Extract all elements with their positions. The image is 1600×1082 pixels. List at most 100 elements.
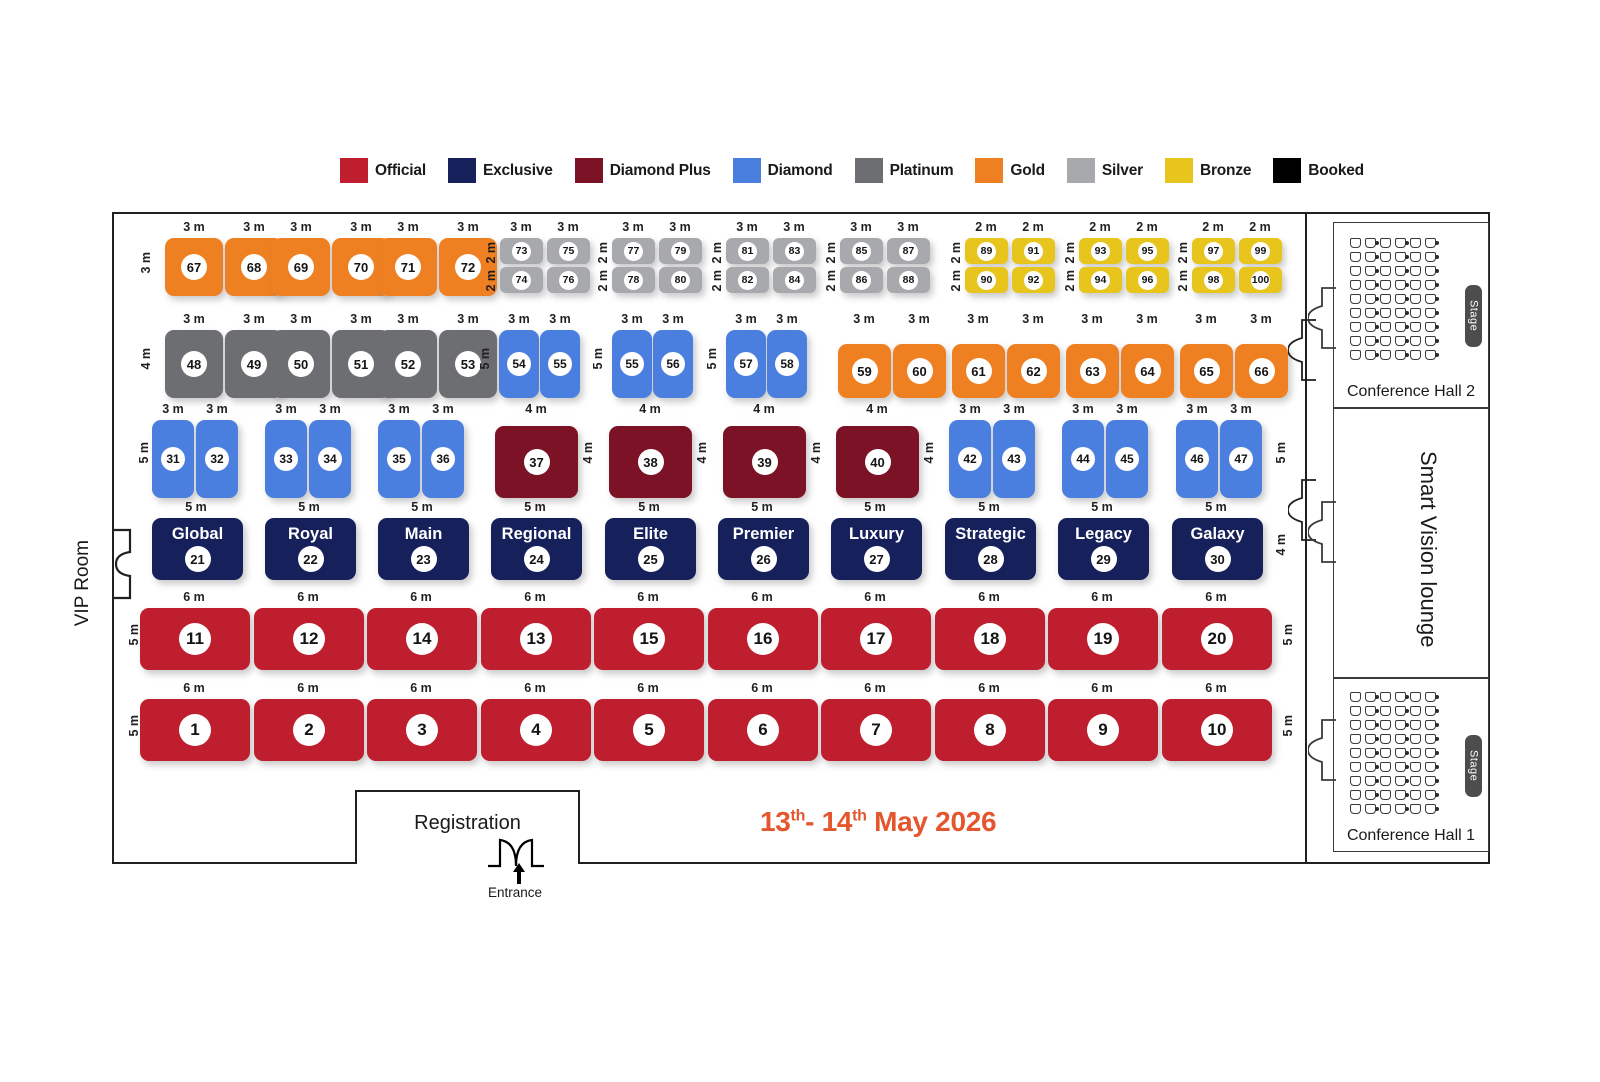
booth-89[interactable]: 89 (965, 238, 1008, 264)
booth-17[interactable]: 17 (821, 608, 931, 670)
booth-19[interactable]: 19 (1048, 608, 1158, 670)
booth-87[interactable]: 87 (887, 238, 930, 264)
booth-92[interactable]: 92 (1012, 267, 1055, 293)
booth-83[interactable]: 83 (773, 238, 816, 264)
booth-75[interactable]: 75 (547, 238, 590, 264)
booth-11[interactable]: 11 (140, 608, 250, 670)
booth-86[interactable]: 86 (840, 267, 883, 293)
booth-66[interactable]: 66 (1235, 344, 1288, 398)
legend-item-platinum[interactable]: Platinum (854, 158, 954, 183)
legend-item-diamond-plus[interactable]: Diamond Plus (574, 158, 711, 183)
booth-16[interactable]: 16 (708, 608, 818, 670)
booth-39[interactable]: 39 (723, 426, 806, 498)
booth-20[interactable]: 20 (1162, 608, 1272, 670)
booth-6[interactable]: 6 (708, 699, 818, 761)
booth-52[interactable]: 52 (379, 330, 437, 398)
booth-40[interactable]: 40 (836, 426, 919, 498)
booth-78[interactable]: 78 (612, 267, 655, 293)
booth-8[interactable]: 8 (935, 699, 1045, 761)
booth-64[interactable]: 64 (1121, 344, 1174, 398)
booth-71[interactable]: 71 (379, 238, 437, 296)
booth-81[interactable]: 81 (726, 238, 769, 264)
booth-12[interactable]: 12 (254, 608, 364, 670)
booth-88[interactable]: 88 (887, 267, 930, 293)
booth-2[interactable]: 2 (254, 699, 364, 761)
booth-36[interactable]: 36 (422, 420, 464, 498)
booth-56[interactable]: 56 (653, 330, 693, 398)
booth-32[interactable]: 32 (196, 420, 238, 498)
booth-15[interactable]: 15 (594, 608, 704, 670)
booth-55[interactable]: 55 (540, 330, 580, 398)
booth-69[interactable]: 69 (272, 238, 330, 296)
booth-9[interactable]: 9 (1048, 699, 1158, 761)
booth-73[interactable]: 73 (500, 238, 543, 264)
legend-item-diamond[interactable]: Diamond (732, 158, 833, 183)
booth-5[interactable]: 5 (594, 699, 704, 761)
booth-14[interactable]: 14 (367, 608, 477, 670)
booth-55-b[interactable]: 55 (612, 330, 652, 398)
booth-80[interactable]: 80 (659, 267, 702, 293)
booth-77[interactable]: 77 (612, 238, 655, 264)
booth-94[interactable]: 94 (1079, 267, 1122, 293)
booth-99[interactable]: 99 (1239, 238, 1282, 264)
booth-47[interactable]: 47 (1220, 420, 1262, 498)
booth-72[interactable]: 72 (439, 238, 497, 296)
booth-62[interactable]: 62 (1007, 344, 1060, 398)
booth-45[interactable]: 45 (1106, 420, 1148, 498)
booth-84[interactable]: 84 (773, 267, 816, 293)
booth-3[interactable]: 3 (367, 699, 477, 761)
booth-63[interactable]: 63 (1066, 344, 1119, 398)
booth-61[interactable]: 61 (952, 344, 1005, 398)
booth-93[interactable]: 93 (1079, 238, 1122, 264)
booth-90[interactable]: 90 (965, 267, 1008, 293)
legend-item-gold[interactable]: Gold (975, 158, 1045, 183)
booth-46[interactable]: 46 (1176, 420, 1218, 498)
booth-1[interactable]: 1 (140, 699, 250, 761)
booth-58[interactable]: 58 (767, 330, 807, 398)
booth-53[interactable]: 53 (439, 330, 497, 398)
booth-34[interactable]: 34 (309, 420, 351, 498)
legend-item-booked[interactable]: Booked (1273, 158, 1364, 183)
legend-item-silver[interactable]: Silver (1066, 158, 1143, 183)
booth-4[interactable]: 4 (481, 699, 591, 761)
booth-97[interactable]: 97 (1192, 238, 1235, 264)
booth-31[interactable]: 31 (152, 420, 194, 498)
booth-42[interactable]: 42 (949, 420, 991, 498)
booth-95[interactable]: 95 (1126, 238, 1169, 264)
booth-67[interactable]: 67 (165, 238, 223, 296)
booth-57[interactable]: 57 (726, 330, 766, 398)
booth-33[interactable]: 33 (265, 420, 307, 498)
booth-60[interactable]: 60 (893, 344, 946, 398)
booth-50[interactable]: 50 (272, 330, 330, 398)
booth-96[interactable]: 96 (1126, 267, 1169, 293)
booth-79[interactable]: 79 (659, 238, 702, 264)
booth-82[interactable]: 82 (726, 267, 769, 293)
booth-7[interactable]: 7 (821, 699, 931, 761)
booth-100[interactable]: 100 (1239, 267, 1282, 293)
booth-59[interactable]: 59 (838, 344, 891, 398)
booth-98[interactable]: 98 (1192, 267, 1235, 293)
booth-54[interactable]: 54 (499, 330, 539, 398)
booth-44[interactable]: 44 (1062, 420, 1104, 498)
booth-37[interactable]: 37 (495, 426, 578, 498)
booth-48[interactable]: 48 (165, 330, 223, 398)
booth-91[interactable]: 91 (1012, 238, 1055, 264)
booth-76[interactable]: 76 (547, 267, 590, 293)
legend-item-official[interactable]: Official (340, 158, 426, 183)
booth-35[interactable]: 35 (378, 420, 420, 498)
legend-item-exclusive[interactable]: Exclusive (447, 158, 553, 183)
booth-85[interactable]: 85 (840, 238, 883, 264)
booth-38[interactable]: 38 (609, 426, 692, 498)
booth-10[interactable]: 10 (1162, 699, 1272, 761)
legend-item-bronze[interactable]: Bronze (1164, 158, 1251, 183)
